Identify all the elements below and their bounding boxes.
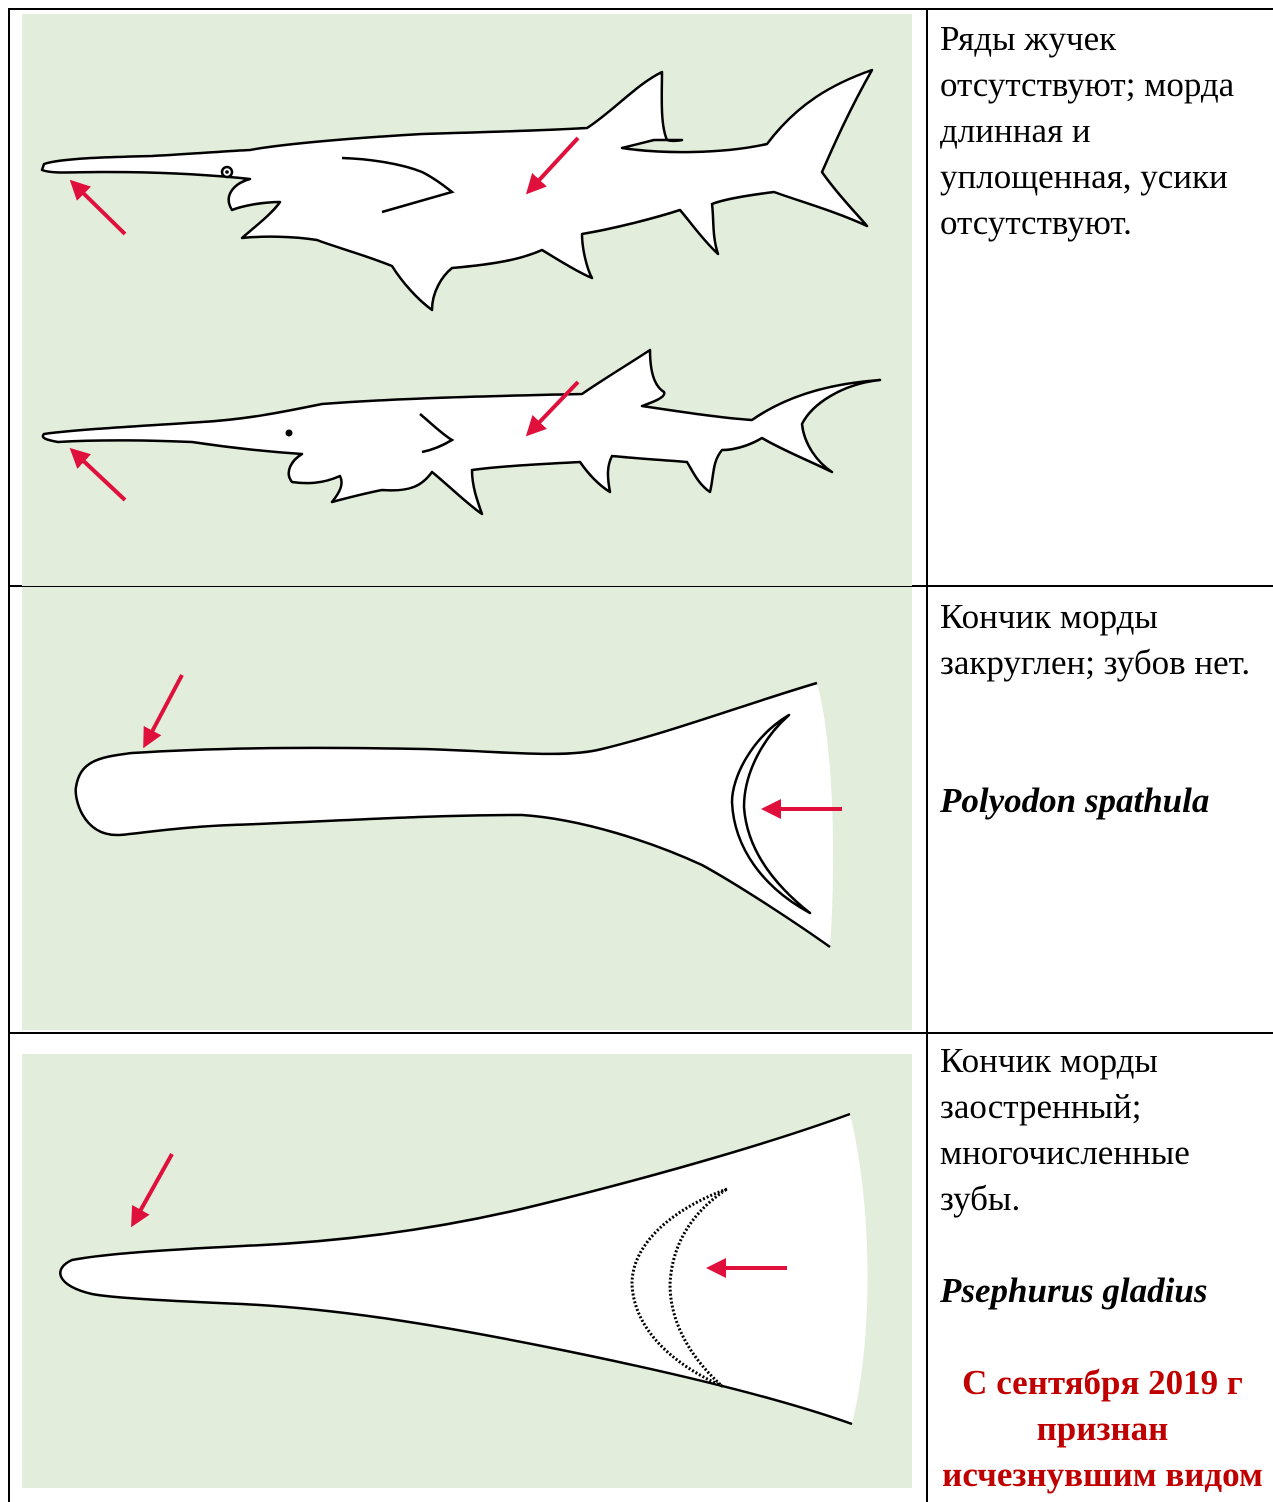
row-1-text: Ряды жучек отсутствуют; морда длинная и … (940, 16, 1265, 246)
table-border-top (8, 8, 1273, 10)
snout-arrow-lower (74, 452, 125, 500)
row-1-description: Ряды жучек отсутствуют; морда длинная и … (940, 16, 1265, 246)
psephurus-rostrum-figure (22, 1054, 912, 1488)
row-3-species-name: Psephurus gladius (940, 1268, 1265, 1314)
table-border-left (8, 8, 10, 1502)
psephurus-rostrum-image (22, 1054, 912, 1488)
row-3-text: Кончик морды заостренный; многочисленные… (940, 1038, 1265, 1222)
row-3-extinction-note: С сентября 2019 г признан исчезнувшим ви… (940, 1360, 1265, 1498)
psephurus-body-outline (43, 350, 880, 514)
snout-arrow-upper (74, 184, 125, 234)
paddlefish-silhouettes-figure (22, 14, 912, 586)
polyodon-rostrum-figure (22, 587, 912, 1030)
paddlefish-silhouettes-image (22, 14, 912, 586)
tip-arrow-pointed (134, 1154, 172, 1222)
row-2-species-name: Polyodon spathula (940, 778, 1265, 824)
row-3-description: Кончик морды заостренный; многочисленные… (940, 1038, 1265, 1498)
tip-arrow-rounded (146, 675, 182, 743)
column-divider (926, 8, 928, 1502)
polyodon-body-outline (42, 70, 872, 310)
psephurus-eye (286, 430, 293, 437)
polyodon-rostrum-image (22, 587, 912, 1030)
row-divider-2 (8, 1032, 1273, 1034)
row-2-text: Кончик морды закруглен; зубов нет. (940, 594, 1265, 686)
row-2-description: Кончик морды закруглен; зубов нет. Polyo… (940, 594, 1265, 824)
